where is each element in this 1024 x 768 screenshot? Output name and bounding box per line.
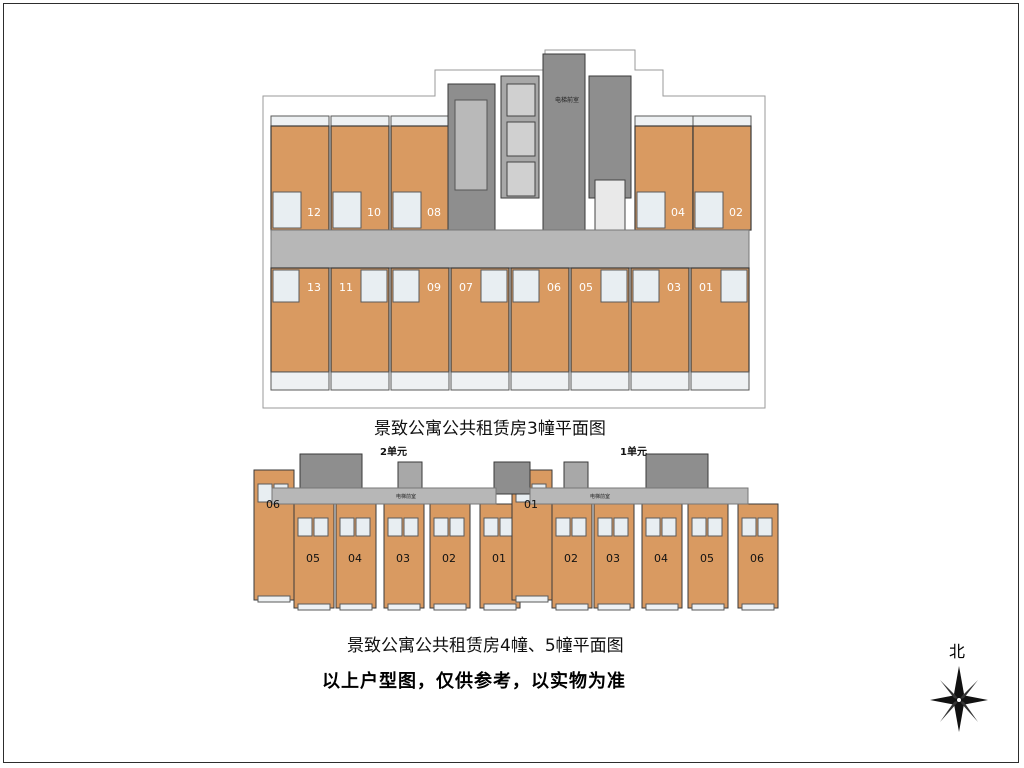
balcony [741, 603, 775, 611]
north-label: 北 [949, 642, 966, 661]
unit-number: 02 [442, 552, 456, 565]
building45-corridor-right [529, 487, 749, 505]
balcony [515, 595, 549, 603]
bathroom [297, 517, 313, 537]
unit-number: 06 [266, 498, 280, 511]
elevator-hall-label-right: 电梯前室 [590, 493, 610, 500]
bathroom [645, 517, 661, 537]
balcony [510, 371, 570, 391]
unit-number: 02 [564, 552, 578, 565]
unit-number: 03 [667, 281, 681, 294]
unit-number: 04 [654, 552, 668, 565]
unit-number: 08 [427, 206, 441, 219]
page-frame [3, 3, 1019, 763]
building45-floor-plan: 2单元 1单元 电梯前室 电梯前室 06 05 04 03 02 01 01 02 03 04 05… [253, 445, 779, 611]
unit-number: 03 [606, 552, 620, 565]
unit-number: 09 [427, 281, 441, 294]
unit-room [570, 267, 630, 373]
building45-cores [299, 453, 709, 495]
balcony [433, 603, 467, 611]
unit-number: 02 [729, 206, 743, 219]
unit-number: 05 [700, 552, 714, 565]
bathroom [597, 517, 613, 537]
unit-number: 01 [524, 498, 538, 511]
north-arrow-icon [930, 666, 988, 732]
balcony [555, 603, 589, 611]
unit1-label: 1单元 [620, 445, 647, 458]
unit-number: 04 [348, 552, 362, 565]
building3-floor-plan: 电梯前室 12 10 08 04 02 13 11 09 07 06 05 03 01 [262, 49, 766, 409]
bathroom [387, 517, 403, 537]
balcony [270, 371, 330, 391]
unit-number: 13 [307, 281, 321, 294]
bathroom [613, 517, 629, 537]
disclaimer-notice: 以上户型图，仅供参考，以实物为准 [322, 671, 626, 692]
unit2-label: 2单元 [380, 445, 407, 458]
bathroom [720, 269, 748, 303]
bathroom [332, 191, 362, 229]
balcony [645, 603, 679, 611]
building45-corridor-left [271, 487, 497, 505]
balcony [450, 371, 510, 391]
bathroom [691, 517, 707, 537]
building3-corridor [270, 229, 750, 269]
bathroom [661, 517, 677, 537]
bathroom [632, 269, 660, 303]
unit-number: 01 [699, 281, 713, 294]
balcony [297, 603, 331, 611]
building3-caption: 景致公寓公共租赁房3幢平面图 [374, 419, 606, 439]
balcony [691, 603, 725, 611]
elevator-hall-label: 电梯前室 [555, 96, 579, 104]
bathroom [694, 191, 724, 229]
balcony [330, 371, 390, 391]
unit-number: 11 [339, 281, 353, 294]
balcony [597, 603, 631, 611]
building45-caption: 景致公寓公共租赁房4幢、5幢平面图 [347, 636, 624, 656]
bathroom [483, 517, 499, 537]
unit-number: 06 [547, 281, 561, 294]
bathroom [272, 269, 300, 303]
bathroom [272, 191, 302, 229]
elevator-hall-label-left: 电梯前室 [396, 493, 416, 500]
balcony [630, 371, 690, 391]
unit-number: 04 [671, 206, 685, 219]
bathroom [392, 269, 420, 303]
unit-number: 10 [367, 206, 381, 219]
bathroom [757, 517, 773, 537]
balcony [570, 371, 630, 391]
bathroom [392, 191, 422, 229]
unit-number: 12 [307, 206, 321, 219]
building3-core: 电梯前室 [447, 53, 632, 237]
unit-number: 07 [459, 281, 473, 294]
bathroom [707, 517, 723, 537]
bathroom [555, 517, 571, 537]
bathroom [600, 269, 628, 303]
balcony [690, 371, 750, 391]
bathroom [480, 269, 508, 303]
bathroom [449, 517, 465, 537]
bathroom [512, 269, 540, 303]
bathroom [360, 269, 388, 303]
bathroom [636, 191, 666, 229]
bathroom [339, 517, 355, 537]
site-outline [262, 49, 766, 409]
bathroom [571, 517, 587, 537]
balcony [257, 595, 291, 603]
bathroom [313, 517, 329, 537]
balcony [387, 603, 421, 611]
unit-number: 01 [492, 552, 506, 565]
unit-number: 03 [396, 552, 410, 565]
unit-number: 05 [579, 281, 593, 294]
unit-number: 05 [306, 552, 320, 565]
balcony [483, 603, 517, 611]
unit-number: 06 [750, 552, 764, 565]
balcony [390, 371, 450, 391]
balcony [339, 603, 373, 611]
bathroom [741, 517, 757, 537]
bathroom [433, 517, 449, 537]
bathroom [403, 517, 419, 537]
bathroom [355, 517, 371, 537]
